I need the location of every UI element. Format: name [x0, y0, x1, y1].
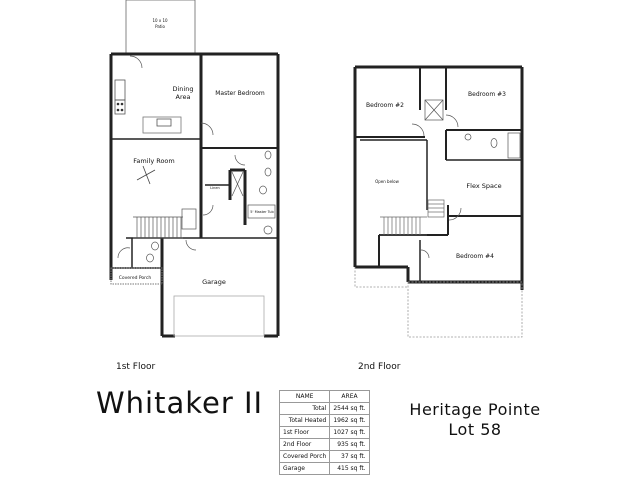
plan-title: Whitaker II	[96, 386, 264, 420]
linen-label: Linen	[210, 186, 220, 190]
table-row: Covered Porch 37 sq ft.	[278, 450, 370, 463]
first-floor-plan: 10 x 10 Patio	[109, 0, 280, 338]
patio-sublabel: Patio	[155, 24, 165, 29]
dining-area-label: Dining	[173, 85, 194, 93]
area-table-header-area: AREA	[329, 390, 370, 403]
table-row: 2nd Floor 935 sq ft.	[278, 438, 370, 451]
table-row: Total 2544 sq ft.	[278, 402, 370, 415]
patio-label: 10 x 10	[152, 18, 168, 23]
area-name: 1st Floor	[278, 426, 331, 439]
table-row: Total Heated 1962 sq ft.	[278, 414, 370, 427]
flex-space-label: Flex Space	[466, 182, 501, 190]
lot-number: Lot 58	[448, 420, 502, 439]
open-below-label: Open below	[375, 179, 400, 184]
ceiling-fan-icon	[136, 165, 156, 185]
first-floor-caption: 1st Floor	[116, 362, 156, 372]
table-row: Garage 415 sq ft.	[278, 462, 370, 475]
area-value: 935 sq ft.	[329, 438, 370, 451]
area-value: 1962 sq ft.	[329, 414, 370, 427]
garage-label: Garage	[202, 278, 226, 286]
family-room-label: Family Room	[133, 157, 175, 165]
area-value: 1027 sq ft.	[329, 426, 370, 439]
area-value: 415 sq ft.	[329, 462, 370, 475]
second-floor-caption: 2nd Floor	[358, 362, 401, 372]
area-value: 37 sq ft.	[329, 450, 370, 463]
bedroom-2-label: Bedroom #2	[366, 102, 404, 109]
area-name: 2nd Floor	[278, 438, 331, 451]
community-name: Heritage Pointe	[409, 400, 541, 419]
area-table: NAME AREA Total 2544 sq ft. Total Heated…	[278, 390, 370, 475]
area-value: 2544 sq ft.	[329, 402, 370, 415]
table-row: 1st Floor 1027 sq ft.	[278, 426, 370, 439]
bedroom-3-label: Bedroom #3	[468, 91, 506, 98]
dining-area-sublabel: Area	[176, 93, 191, 101]
bedroom-4-label: Bedroom #4	[456, 253, 494, 260]
second-floor-plan: Bedroom #2 Bedroom #3 Open below Flex Sp…	[353, 65, 524, 338]
master-tub-label: 5' Master Tub	[250, 210, 274, 214]
area-name: Garage	[278, 462, 331, 475]
area-name: Total Heated	[278, 414, 331, 427]
area-name: Covered Porch	[278, 450, 331, 463]
area-table-header-name: NAME	[278, 390, 331, 403]
master-bedroom-label: Master Bedroom	[215, 90, 265, 97]
covered-porch-label: Covered Porch	[119, 275, 152, 281]
area-name: Total	[278, 402, 331, 415]
